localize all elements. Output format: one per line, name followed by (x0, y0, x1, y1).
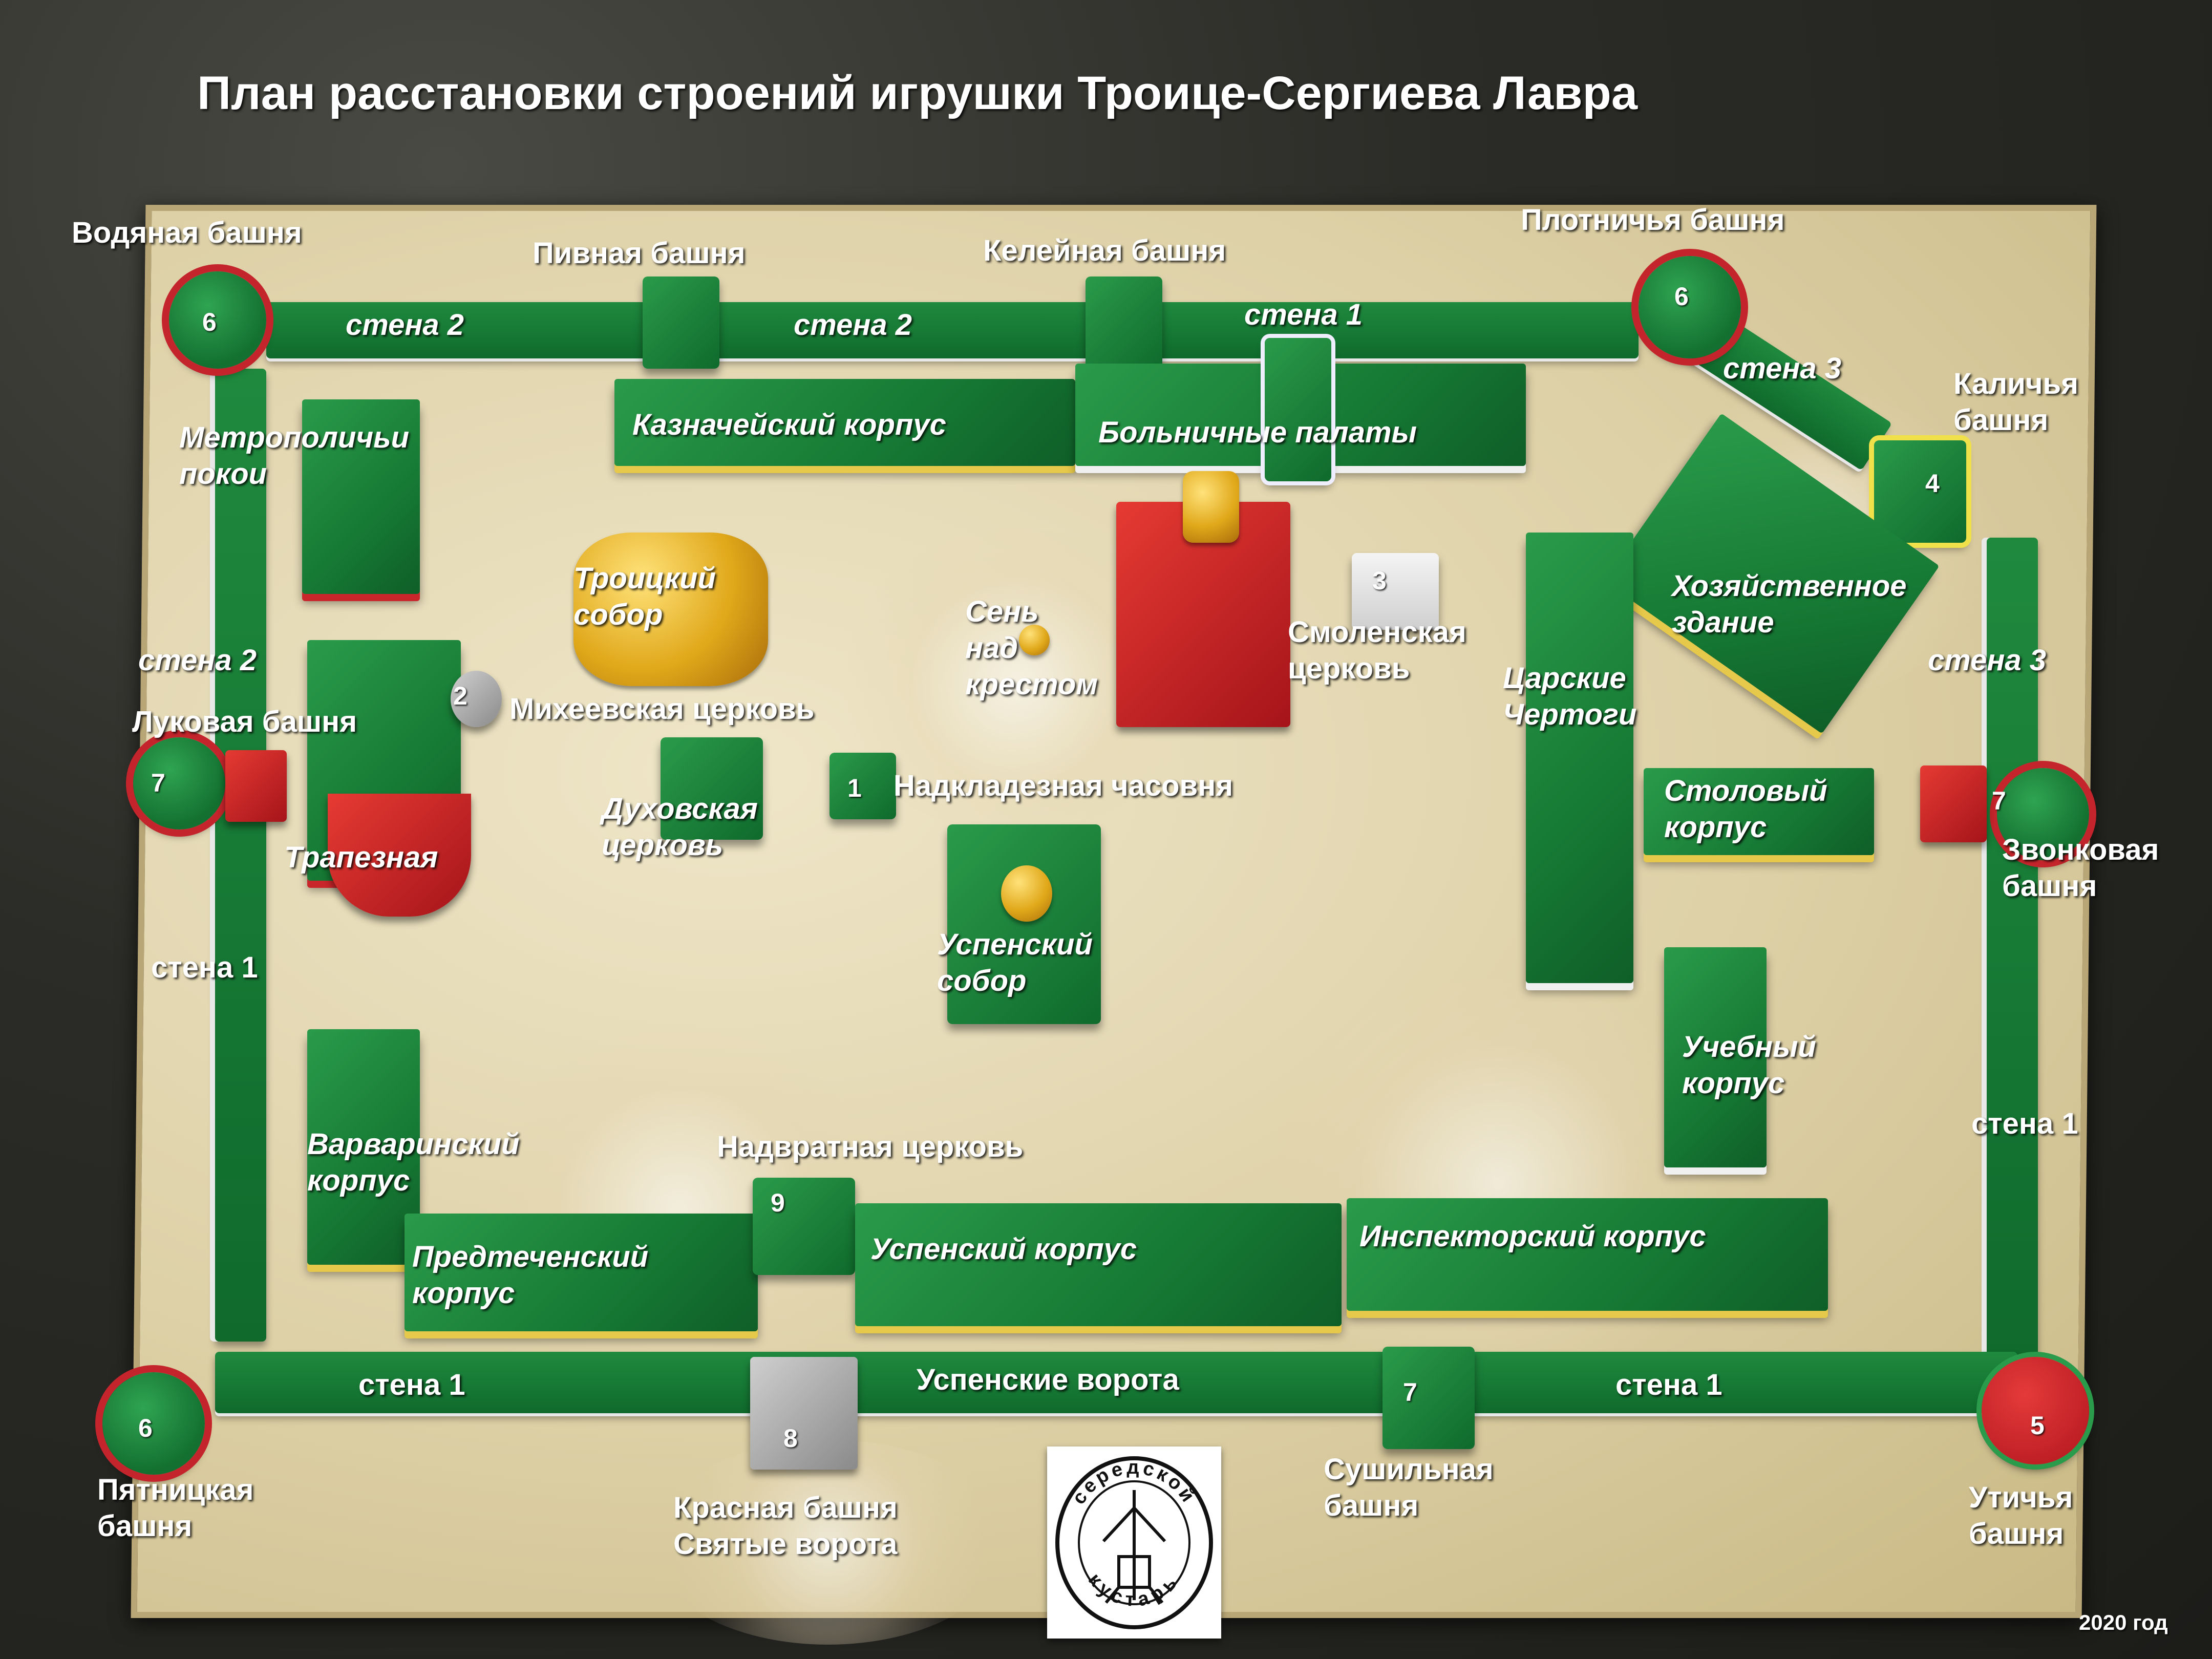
wall-bottom (215, 1352, 2017, 1413)
dukhovskaya-church (661, 737, 763, 840)
keleinaya-tower (1086, 276, 1162, 369)
number-mikheevskaya: 2 (453, 682, 467, 710)
label-wall-right-lower: стена 1 (1971, 1107, 2078, 1140)
label-kalichya-tower: Каличья башня (1953, 367, 2079, 437)
kalichya-tower (1874, 440, 1966, 543)
label-pivnaya-tower: Пивная башня (533, 237, 746, 270)
logo-emblem-icon: середской кустарь (1055, 1456, 1213, 1629)
troitsky-cathedral (573, 533, 768, 686)
label-troitsky: Троицкий собор (573, 562, 716, 631)
label-wall-top-left: стена 2 (346, 308, 464, 342)
uchebny-building (1664, 947, 1767, 1167)
label-nadvratnaya: Надвратная церковь (717, 1130, 1024, 1163)
label-wall-bottom-left: стена 1 (358, 1368, 465, 1401)
label-wall-top-right: стена 1 (1244, 298, 1363, 331)
label-varvarinsky: Варваринский корпус (307, 1128, 520, 1197)
number-sushilnaya: 7 (1403, 1378, 1417, 1407)
label-wall-bottom-right: стена 1 (1615, 1368, 1722, 1401)
number-nadvratnaya: 9 (771, 1188, 785, 1217)
zvonkovaya-tower (1997, 768, 2089, 860)
label-wall-right-upper: стена 3 (1723, 352, 1841, 385)
label-bolnichnye: Больничные палаты (1098, 416, 1417, 449)
pyatnitskaya-tower (102, 1372, 205, 1475)
label-vodyanaya-tower: Водяная башня (72, 216, 302, 249)
kaznacheisky-building (614, 379, 1075, 466)
year-label: 2020 год (2079, 1610, 2168, 1634)
predtechensky-building (405, 1214, 758, 1331)
label-sushilnaya-tower: Сушильная башня (1324, 1453, 1494, 1522)
utichya-tower (1982, 1357, 2089, 1464)
label-krasnaya-tower: Красная башня Святые ворота (673, 1491, 898, 1561)
label-wall-left-lower: стена 1 (151, 951, 258, 984)
stolovy-building (1644, 768, 1874, 855)
wall-top (266, 302, 1639, 358)
label-tsarskie: Царские Чертоги (1503, 662, 1637, 731)
label-trapeznaya: Трапезная (284, 841, 438, 874)
label-mikheevskaya: Михеевская церковь (509, 692, 815, 726)
label-zvonkovaya-tower: Звонковая башня (2002, 833, 2159, 903)
label-inspektorsky: Инспекторский корпус (1359, 1220, 1706, 1253)
label-wall-right-mid: стена 3 (1928, 644, 2046, 677)
label-wall-top-mid: стена 2 (794, 308, 912, 342)
metropolichi-building (302, 399, 420, 594)
lukovaya-tower (133, 737, 225, 830)
nadkladeznaya-chapel (830, 753, 896, 819)
nadvratnaya-church (753, 1178, 855, 1275)
number-lukovaya: 7 (151, 769, 165, 797)
sen-nad-krestom (1019, 625, 1050, 655)
bolnichnye-church (1265, 338, 1331, 481)
label-uchebny: Учебный корпус (1682, 1030, 1816, 1100)
number-utichya: 5 (2030, 1411, 2045, 1440)
label-uspensky-korpus: Успенский корпус (870, 1232, 1137, 1266)
label-metropolichi: Метрополичьи покои (179, 421, 410, 491)
label-keleinaya-tower: Келейная башня (983, 234, 1226, 267)
label-uspenskie-vorota: Успенские ворота (917, 1363, 1179, 1396)
uspensky-cathedral (947, 824, 1101, 1024)
label-uspensky-sobor: Успенский собор (937, 928, 1093, 997)
uspensky-building (855, 1203, 1342, 1326)
number-nadkladeznaya: 1 (847, 774, 862, 802)
mikheevskaya-church (451, 671, 502, 727)
seredskoy-kustar-logo: середской кустарь (1047, 1447, 1221, 1639)
number-kalichya: 4 (1925, 469, 1940, 498)
wall-right (1987, 538, 2038, 1357)
pivnaya-tower (643, 276, 719, 369)
label-dukhovskaya: Духовская церковь (602, 792, 758, 862)
label-pyatnitskaya-tower: Пятницкая башня (97, 1473, 254, 1543)
fabric-flower (1266, 979, 1731, 1389)
uspensky-main-dome (1001, 865, 1052, 922)
label-lukovaya-tower: Луковая башня (132, 705, 357, 738)
inspektorsky-building (1347, 1198, 1828, 1311)
label-stolovy: Столовый корпус (1664, 774, 1827, 844)
varvarinsky-building (307, 1029, 420, 1265)
zvonkovaya-tower-gate (1920, 765, 1987, 842)
label-wall-left-upper: стена 2 (138, 644, 257, 677)
vodyanaya-tower (169, 271, 266, 369)
lukovaya-tower-gate (225, 750, 287, 822)
number-smolenskaya: 3 (1372, 566, 1387, 595)
trapeznaya-apse (328, 794, 471, 917)
sushilnaya-tower (1382, 1347, 1475, 1449)
number-plotnichya: 6 (1674, 282, 1689, 311)
number-pyatnitskaya: 6 (138, 1414, 153, 1442)
number-vodyanaya: 6 (202, 308, 217, 336)
page-title: План расстановки строений игрушки Троице… (197, 67, 1638, 119)
number-zvonkovaya: 7 (1992, 786, 2006, 815)
label-utichya-tower: Утичья башня (1969, 1481, 2073, 1550)
number-krasnaya: 8 (783, 1424, 798, 1453)
krasnaya-tower (750, 1357, 858, 1470)
bell-tower-top (1183, 471, 1239, 543)
label-plotnichya-tower: Плотничья башня (1521, 203, 1785, 237)
label-nadkladeznaya: Надкладезная часовня (894, 769, 1233, 802)
label-sen: Сень над крестом (965, 595, 1098, 701)
label-khozyaistvennoe: Хозяйственное здание (1672, 569, 1907, 639)
label-smolenskaya: Смоленская церковь (1288, 615, 1466, 685)
plotnichya-tower (1639, 256, 1741, 358)
wall-left (215, 369, 266, 1342)
label-kaznacheisky: Казначейский корпус (632, 408, 946, 441)
smolenskaya-church (1352, 553, 1439, 630)
label-predtechensky: Предтеченский корпус (412, 1240, 649, 1310)
tsarskie-chertogi-building (1526, 533, 1633, 983)
